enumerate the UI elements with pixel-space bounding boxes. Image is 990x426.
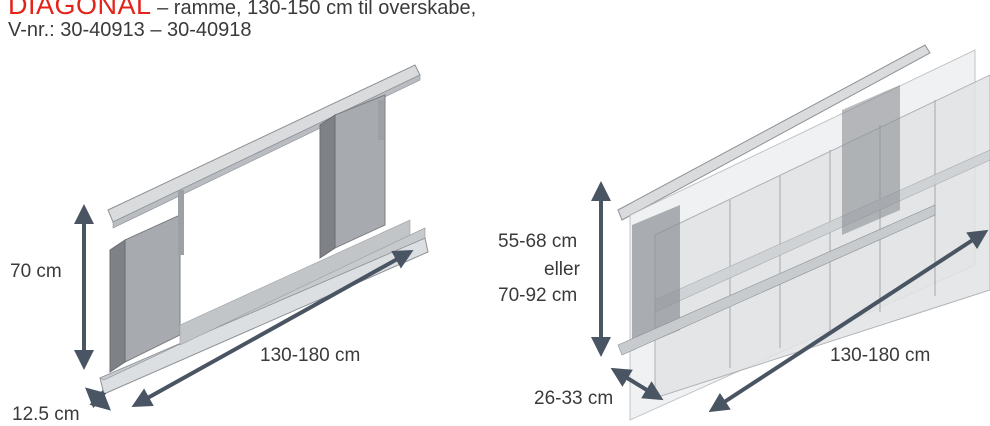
right-cabinet-drawing [617, 44, 990, 421]
right-depth-label: 26-33 cm [534, 388, 614, 409]
header-line1: – ramme, 130-150 cm til overskabe, [151, 0, 477, 19]
header-line2: V-nr.: 30-40913 – 30-40918 [8, 19, 252, 41]
left-height-label: 70 cm [10, 261, 62, 282]
right-width-arrow [708, 229, 989, 413]
left-width-arrow [131, 250, 414, 407]
page-header: DIAGONAL – ramme, 130-150 cm til overska… [8, 0, 476, 41]
left-width-label: 130-180 cm [260, 345, 361, 366]
brand-name: DIAGONAL [8, 0, 152, 20]
right-depth-arrow [610, 367, 664, 401]
right-width-label: 130-180 cm [830, 345, 931, 366]
left-depth-arrow [85, 387, 111, 411]
right-height-label-or: eller [544, 259, 580, 280]
left-depth-label: 12.5 cm [12, 404, 80, 425]
right-height-label-1: 55-68 cm [498, 231, 578, 252]
right-height-label-2: 70-92 cm [498, 285, 578, 306]
